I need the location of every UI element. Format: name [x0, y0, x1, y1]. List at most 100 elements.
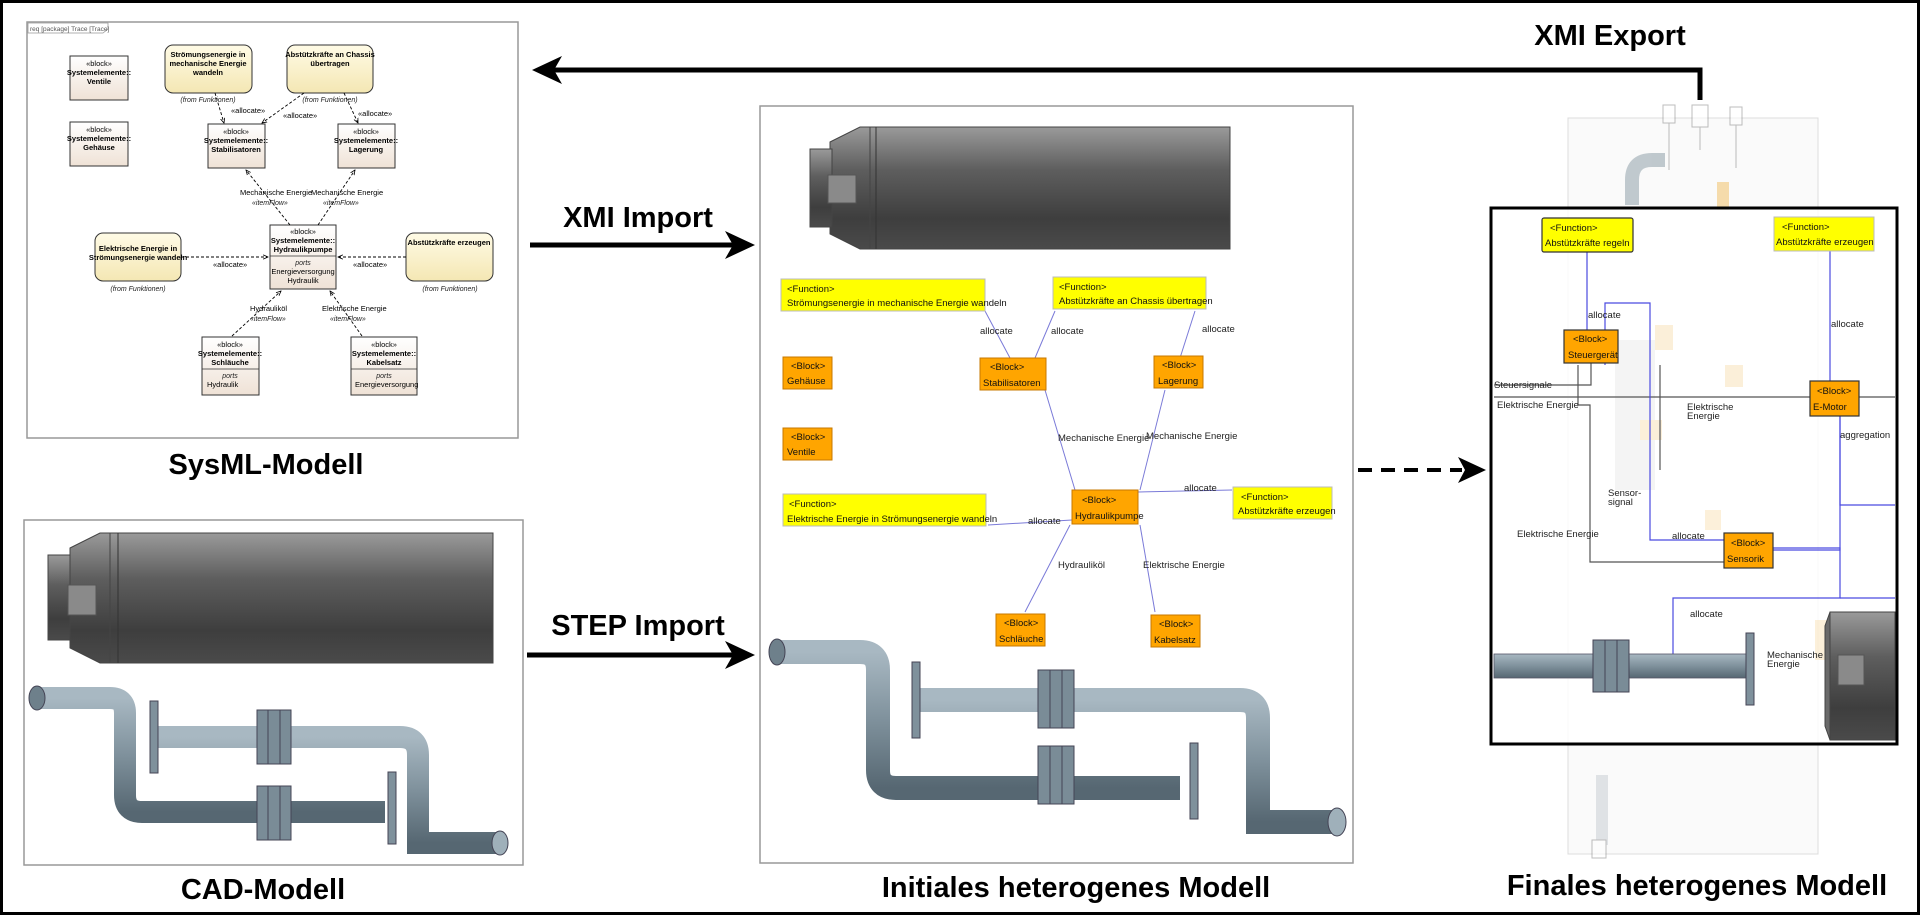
svg-text:«block»: «block»	[353, 127, 379, 136]
initial-function-chassis: <Function> Abstützkräfte an Chassis über…	[1052, 276, 1213, 310]
svg-text:«block»: «block»	[86, 59, 112, 68]
svg-text:«allocate»: «allocate»	[283, 111, 317, 120]
svg-text:Lagerung: Lagerung	[349, 145, 384, 154]
sysml-block-stabilisatoren: «block» Systemelemente:: Stabilisatoren	[204, 123, 268, 169]
svg-text:Ventile: Ventile	[87, 77, 111, 86]
svg-text:Elektrische: Elektrische	[1687, 402, 1733, 413]
svg-text:Elektrische Energie: Elektrische Energie	[322, 304, 387, 313]
svg-text:«allocate»: «allocate»	[231, 106, 265, 115]
final-ghost-elements	[1615, 325, 1827, 660]
svg-text:Systemelemente::: Systemelemente::	[352, 349, 416, 358]
svg-text:Steuergerät: Steuergerät	[1568, 350, 1618, 361]
svg-text:Hydraulik: Hydraulik	[207, 380, 239, 389]
svg-text:«itemFlow»: «itemFlow»	[323, 200, 359, 207]
svg-text:Energie: Energie	[1767, 659, 1800, 670]
initial-to-final-arrow	[1358, 457, 1486, 483]
svg-text:Steuersignale: Steuersignale	[1494, 380, 1552, 391]
svg-text:Ventile: Ventile	[787, 447, 816, 458]
svg-text:<Function>: <Function>	[787, 284, 835, 295]
svg-text:allocate: allocate	[1690, 609, 1723, 620]
svg-text:Stabilisatoren: Stabilisatoren	[211, 145, 261, 154]
svg-text:Systemelemente::: Systemelemente::	[67, 68, 131, 77]
svg-text:<Function>: <Function>	[1241, 492, 1289, 503]
svg-text:ports: ports	[221, 373, 238, 380]
sysml-caption: SysML-Modell	[169, 449, 364, 481]
svg-text:allocate: allocate	[1028, 516, 1061, 527]
initial-pipes	[768, 638, 1347, 837]
svg-text:Mechanische Energie: Mechanische Energie	[311, 188, 383, 197]
initial-function-erzeugen: <Function> Abstützkräfte erzeugen	[1232, 486, 1336, 520]
xmi-import-label: XMI Import	[563, 202, 713, 234]
svg-text:Gehäuse: Gehäuse	[83, 143, 115, 152]
sysml-function-elektrisch: Elektrische Energie in Strömungsenergie …	[89, 232, 188, 293]
final-caption: Finales heterogenes Modell	[1507, 870, 1887, 902]
initial-block-gehaeuse: <Block> Gehäuse	[782, 356, 833, 390]
svg-text:Mechanische Energie: Mechanische Energie	[240, 188, 312, 197]
svg-text:Hydraulikpumpe: Hydraulikpumpe	[274, 245, 333, 254]
svg-text:<Function>: <Function>	[1550, 223, 1598, 234]
svg-text:<Block>: <Block>	[1817, 386, 1852, 397]
sysml-block-gehaeuse: «block» Systemelemente:: Gehäuse	[67, 121, 131, 167]
svg-text:«itemFlow»: «itemFlow»	[250, 316, 286, 323]
initial-block-kabelsatz: <Block> Kabelsatz	[1150, 614, 1201, 648]
svg-text:Sensorik: Sensorik	[1727, 554, 1764, 565]
initial-block-schlaeuche: <Block> Schläuche	[995, 613, 1046, 647]
initial-caption: Initiales heterogenes Modell	[882, 872, 1270, 904]
svg-text:<Block>: <Block>	[990, 362, 1025, 373]
svg-text:Elektrische Energie: Elektrische Energie	[1517, 529, 1599, 540]
svg-text:Stabilisatoren: Stabilisatoren	[983, 378, 1041, 389]
svg-text:Abstützkräfte regeln: Abstützkräfte regeln	[1545, 238, 1630, 249]
sysml-itemflow-mech	[246, 170, 355, 226]
sysml-frame-tab	[27, 22, 109, 34]
svg-text:Mechanische Energie: Mechanische Energie	[1058, 433, 1149, 444]
svg-text:<Block>: <Block>	[1082, 495, 1117, 506]
final-block-steuergeraet: <Block> Steuergerät	[1563, 329, 1619, 364]
svg-text:<Function>: <Function>	[789, 499, 837, 510]
sysml-itemflow-bottom	[231, 291, 363, 337]
svg-text:<Block>: <Block>	[1731, 538, 1766, 549]
svg-text:<Block>: <Block>	[1162, 360, 1197, 371]
initial-function-elektrisch: <Function> Elektrische Energie in Strömu…	[782, 493, 997, 527]
svg-text:Elektrische Energie: Elektrische Energie	[1497, 400, 1579, 411]
sysml-block-hydraulikpumpe: «block» Systemelemente:: Hydraulikpumpe …	[269, 224, 337, 290]
sysml-block-lagerung: «block» Systemelemente:: Lagerung	[334, 123, 398, 169]
svg-text:Schläuche: Schläuche	[211, 358, 249, 367]
svg-text:Abstützkräfte erzeugen: Abstützkräfte erzeugen	[1776, 237, 1874, 248]
svg-text:«block»: «block»	[371, 340, 397, 349]
svg-text:Kabelsatz: Kabelsatz	[1154, 635, 1196, 646]
svg-text:«itemFlow»: «itemFlow»	[330, 316, 366, 323]
svg-text:allocate: allocate	[980, 326, 1013, 337]
svg-text:<Block>: <Block>	[791, 361, 826, 372]
svg-text:Schläuche: Schläuche	[999, 634, 1043, 645]
svg-text:Hydraulik: Hydraulik	[287, 276, 319, 285]
svg-text:allocate: allocate	[1588, 310, 1621, 321]
final-bg-details	[1591, 104, 1743, 859]
svg-text:mechanische Energie: mechanische Energie	[169, 59, 246, 68]
svg-text:<Block>: <Block>	[1159, 619, 1194, 630]
svg-text:«block»: «block»	[290, 227, 316, 236]
initial-block-stabilisatoren: <Block> Stabilisatoren	[979, 357, 1047, 391]
svg-text:«allocate»: «allocate»	[353, 260, 387, 269]
step-import-arrow	[527, 641, 755, 669]
final-function-erzeugen: <Function> Abstützkräfte erzeugen	[1773, 216, 1875, 252]
initial-block-lagerung: <Block> Lagerung	[1153, 355, 1204, 389]
cad-cylinder	[47, 532, 494, 664]
cad-panel	[23, 519, 524, 866]
sysml-function-erzeugen: Abstützkräfte erzeugen (from Funktionen)	[405, 232, 494, 293]
svg-text:Abstützkräfte erzeugen: Abstützkräfte erzeugen	[1238, 506, 1336, 517]
svg-text:Systemelemente::: Systemelemente::	[334, 136, 398, 145]
xmi-export-label: XMI Export	[1534, 20, 1686, 52]
xmi-import-arrow	[530, 231, 755, 259]
svg-text:Lagerung: Lagerung	[1158, 376, 1198, 387]
initial-block-ventile: <Block> Ventile	[782, 427, 833, 461]
svg-text:signal: signal	[1608, 497, 1633, 508]
svg-text:«block»: «block»	[223, 127, 249, 136]
final-links	[1494, 251, 1895, 665]
svg-text:(from Funktionen): (from Funktionen)	[180, 97, 235, 104]
svg-text:(from Funktionen): (from Funktionen)	[110, 286, 165, 293]
sysml-block-ventile: «block» Systemelemente:: Ventile	[67, 55, 131, 101]
final-panel: allocate allocate Steuersignale Elektris…	[1489, 104, 1899, 859]
svg-text:Hydraulikpumpe: Hydraulikpumpe	[1075, 511, 1144, 522]
